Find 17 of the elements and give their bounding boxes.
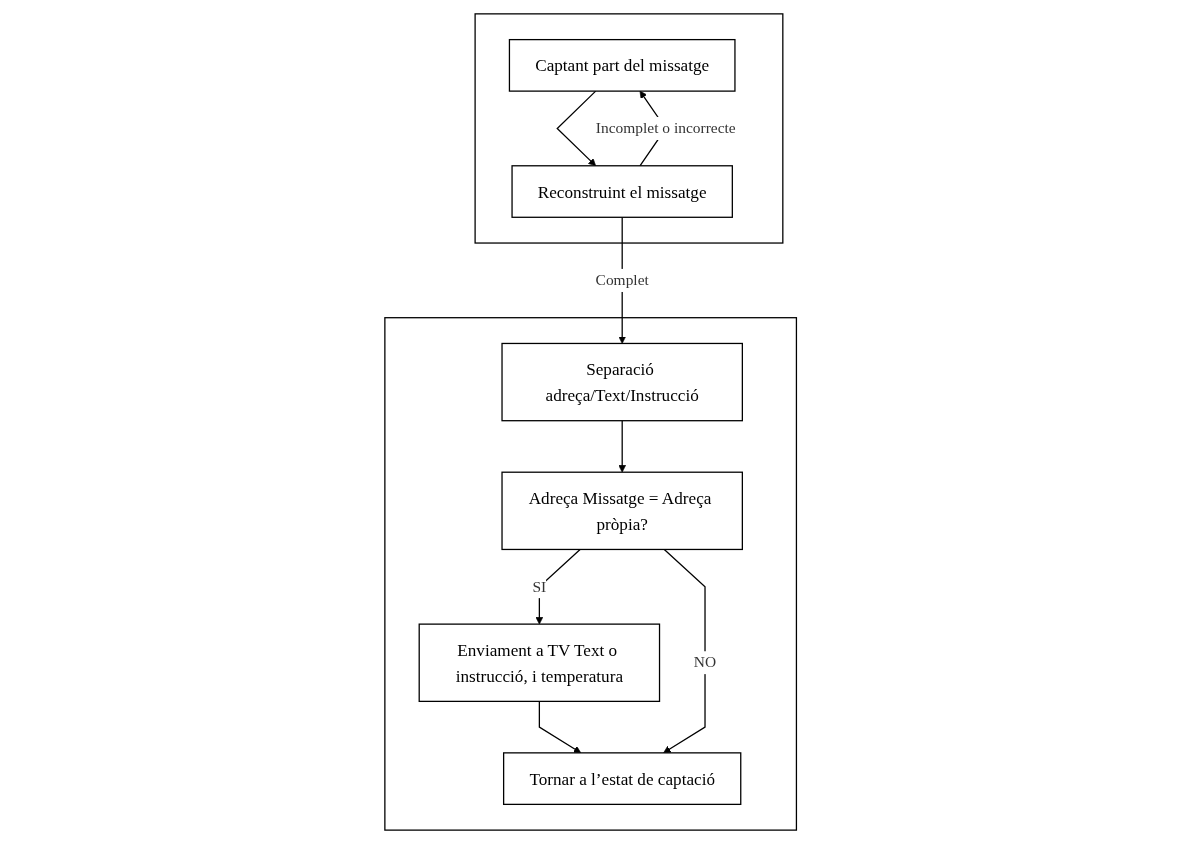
arrow [538, 700, 581, 753]
node-box: Tornar a l’estat de captació [502, 751, 742, 805]
edge-label: Incomplet o incorrecte [595, 118, 736, 137]
arrow [618, 419, 626, 473]
arrow [556, 89, 597, 166]
node-box: Enviament a TV Text o instrucció, i temperatura [418, 622, 660, 702]
node-box: Separació adreça/Text/Instrucció [501, 342, 743, 421]
cluster [474, 12, 784, 244]
edge-label: SI [532, 577, 547, 595]
edge-label: NO [693, 653, 717, 671]
node-box: Captant part del missatge [508, 38, 736, 92]
node-box: Reconstruint el missatge [511, 164, 733, 218]
node-box: Adreça Missatge = Adreça pròpia? [501, 471, 743, 550]
cluster [384, 316, 797, 831]
arrow [663, 548, 706, 753]
arrow [535, 548, 581, 624]
edge-label: Complet [595, 270, 649, 289]
